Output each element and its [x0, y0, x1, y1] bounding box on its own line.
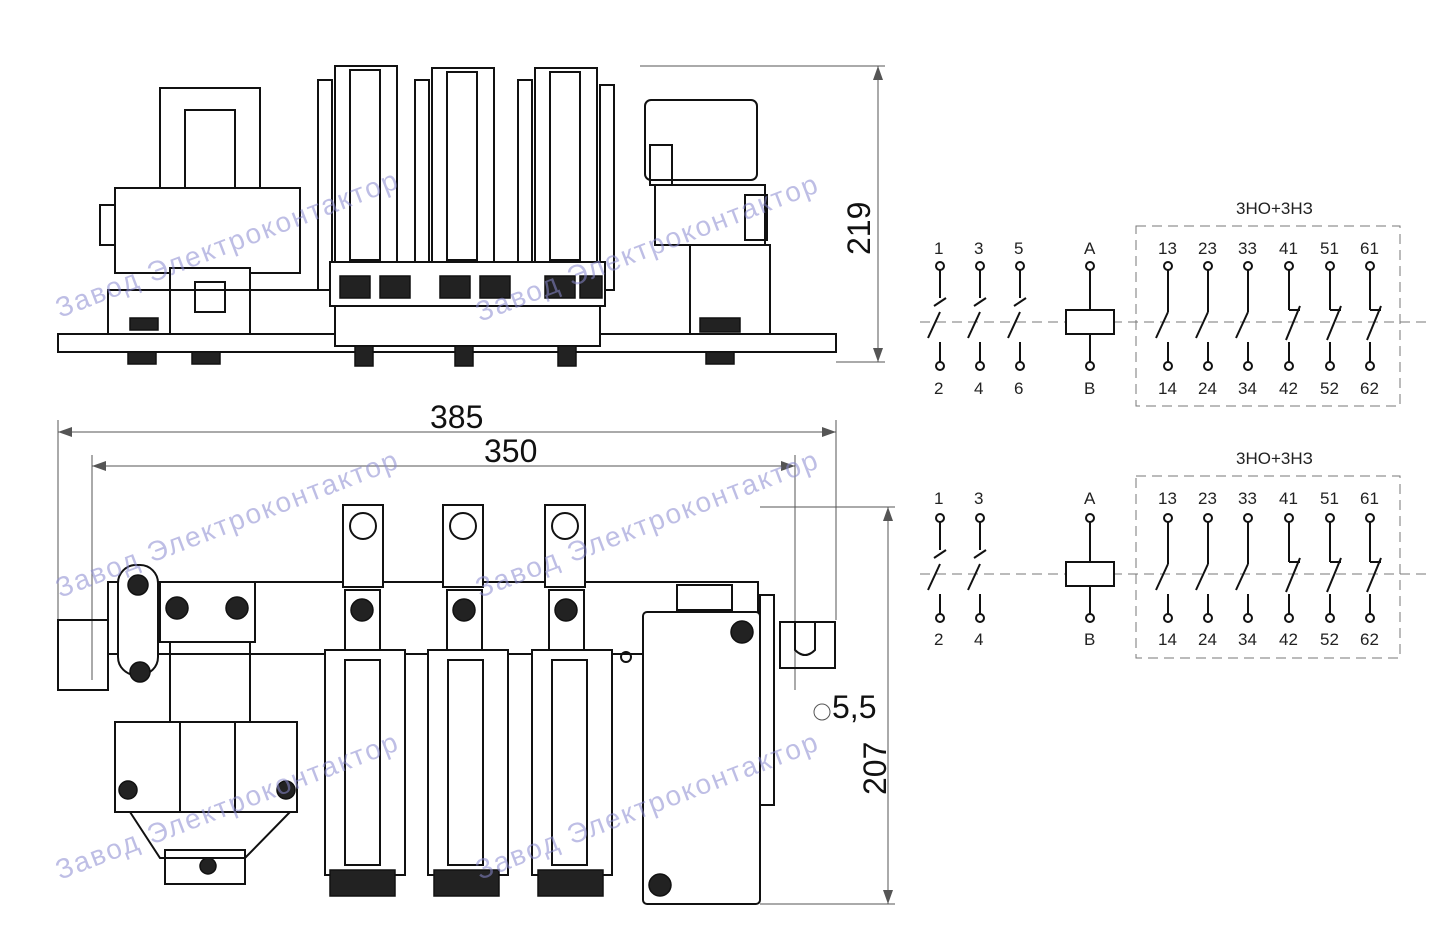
aux-box-label: 3НО+3НЗ: [1236, 449, 1313, 468]
plan-view: 5,5 207: [57, 504, 895, 905]
pin-label: 42: [1279, 379, 1298, 398]
pin-label: 2: [934, 379, 943, 398]
pin-label: 61: [1360, 239, 1379, 258]
dim-length-mount: 350: [484, 433, 537, 469]
dim-height-bottom: 207: [857, 742, 893, 795]
coil-label: A: [1084, 489, 1096, 508]
pin-label: 13: [1158, 239, 1177, 258]
pin-label: 62: [1360, 379, 1379, 398]
aux-block-side: [644, 99, 758, 181]
dim-height-top: 219: [841, 202, 877, 255]
pin-label: 34: [1238, 630, 1257, 649]
pin-label: 3: [974, 239, 983, 258]
pole-2: [431, 67, 495, 267]
dim-slot: 5,5: [832, 689, 876, 725]
pin-label: 41: [1279, 239, 1298, 258]
pin-label: 4: [974, 630, 983, 649]
pin-label: 5: [1014, 239, 1023, 258]
pin-label: 23: [1198, 489, 1217, 508]
magnet-coil: [114, 187, 301, 274]
pin-label: 34: [1238, 379, 1257, 398]
pin-label: 51: [1320, 239, 1339, 258]
schematic-bottom: 1 3 2 4 A B 3НО+3НЗ 13 23 33 41 51 61 14…: [920, 449, 1432, 659]
dim-length-overall: 385: [430, 399, 483, 435]
magnet-yoke: [159, 87, 261, 199]
pin-label: 33: [1238, 239, 1257, 258]
pin-label: 24: [1198, 379, 1217, 398]
side-view: 219: [57, 65, 885, 367]
aux-box-label: 3НО+3НЗ: [1236, 199, 1313, 218]
pin-label: 52: [1320, 630, 1339, 649]
pin-label: 14: [1158, 630, 1177, 649]
aux-contacts-box: [1135, 225, 1401, 407]
coil-label: A: [1084, 239, 1096, 258]
coil-label: B: [1084, 379, 1095, 398]
contact-poles-plan: [324, 504, 613, 897]
pin-label: 13: [1158, 489, 1177, 508]
pin-label: 1: [934, 239, 943, 258]
contact-poles-side: [317, 65, 615, 367]
pin-label: 2: [934, 630, 943, 649]
pin-label: 42: [1279, 630, 1298, 649]
pole-3: [534, 67, 598, 267]
pin-label: 1: [934, 489, 943, 508]
pin-label: 6: [1014, 379, 1023, 398]
pin-label: 41: [1279, 489, 1298, 508]
aux-contacts-box: [1135, 475, 1401, 659]
pin-label: 3: [974, 489, 983, 508]
pin-label: 24: [1198, 630, 1217, 649]
pin-label: 52: [1320, 379, 1339, 398]
pin-label: 4: [974, 379, 983, 398]
pin-label: 23: [1198, 239, 1217, 258]
pin-label: 14: [1158, 379, 1177, 398]
pin-label: 51: [1320, 489, 1339, 508]
pin-label: 62: [1360, 630, 1379, 649]
pin-label: 61: [1360, 489, 1379, 508]
schematic-top: 1 3 5 2 4 6 A B 3НО+3НЗ 13 23 33 41 51 6…: [920, 199, 1432, 407]
pole-1: [334, 65, 398, 267]
pin-label: 33: [1238, 489, 1257, 508]
coil-label: B: [1084, 630, 1095, 649]
